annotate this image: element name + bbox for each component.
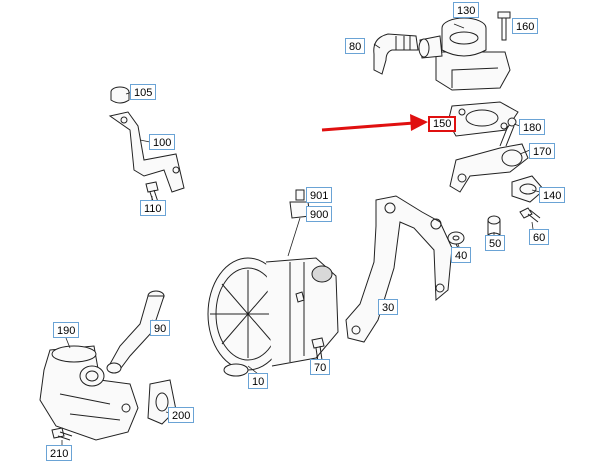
callout-130[interactable]: 130: [453, 2, 480, 18]
valve-part-130: [418, 17, 511, 91]
bolt-part-210: [51, 427, 73, 441]
callout-100[interactable]: 100: [149, 134, 176, 150]
hose-part-90: [106, 290, 165, 374]
bolt-part-160: [497, 11, 511, 41]
bracket-part-30: [345, 195, 453, 343]
callout-170[interactable]: 170: [529, 143, 556, 159]
pipe-part-170: [449, 143, 529, 193]
connector-part-900: [287, 189, 311, 257]
gasket-part-140: [511, 175, 545, 203]
valve-part-190: [39, 345, 139, 441]
bushing-part-40: [447, 231, 465, 253]
callout-40[interactable]: 40: [451, 247, 472, 263]
hose-part-80: [373, 33, 419, 75]
bracket-part-100: [108, 111, 185, 193]
callout-60[interactable]: 60: [529, 229, 550, 245]
callout-900[interactable]: 900: [306, 206, 333, 222]
callout-10[interactable]: 10: [248, 373, 269, 389]
red-arrow-icon: [321, 114, 428, 132]
bolt-part-60: [519, 207, 541, 223]
plug-part-105: [110, 86, 130, 104]
callout-190[interactable]: 190: [53, 322, 80, 338]
callout-80[interactable]: 80: [345, 38, 366, 54]
callout-150-highlighted[interactable]: 150: [428, 116, 457, 132]
callout-160[interactable]: 160: [512, 18, 539, 34]
callout-140[interactable]: 140: [539, 187, 566, 203]
callout-30[interactable]: 30: [378, 299, 399, 315]
callout-105[interactable]: 105: [130, 84, 157, 100]
callout-901[interactable]: 901: [306, 187, 333, 203]
gasket-part-150: [447, 101, 519, 137]
callout-180[interactable]: 180: [519, 119, 546, 135]
callout-70[interactable]: 70: [310, 359, 331, 375]
callout-50[interactable]: 50: [485, 235, 506, 251]
callout-200[interactable]: 200: [168, 407, 195, 423]
callout-90[interactable]: 90: [150, 320, 171, 336]
callout-210[interactable]: 210: [46, 445, 73, 461]
callout-110[interactable]: 110: [140, 200, 166, 216]
